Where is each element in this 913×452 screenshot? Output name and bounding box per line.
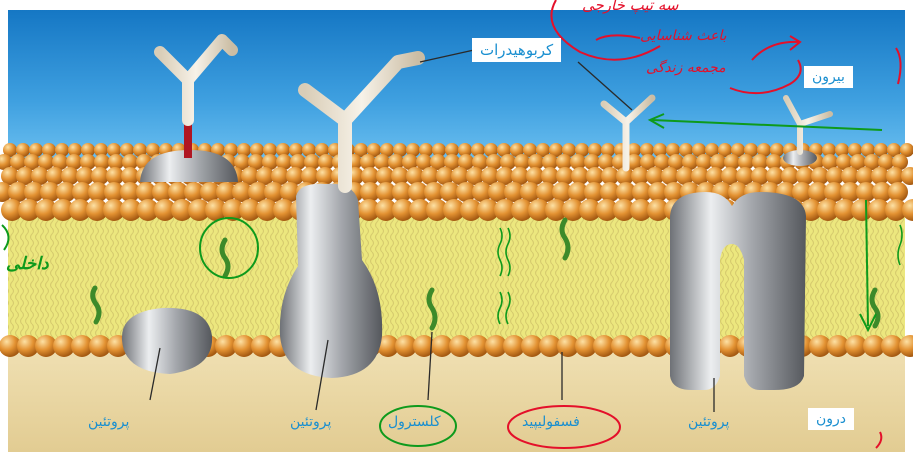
red-handwriting-mid2: مجمعه زندگی [646, 60, 726, 76]
outside-label: بیرون [804, 66, 853, 88]
phospholipid-head [901, 167, 913, 185]
red-handwriting-top: سه تیپ خارجی [582, 0, 678, 14]
phospholipid-label: فسفولیپید [522, 414, 580, 430]
extracellular-space [8, 10, 905, 162]
red-handwriting-mid1: باعث شناسایی [640, 28, 727, 44]
protein-label-center: پروتئین [290, 414, 331, 430]
protein-label-right: پروتئین [688, 414, 729, 430]
peripheral-protein-left [122, 308, 212, 374]
protein-label-left: پروتئین [88, 414, 129, 430]
phospholipid-head [888, 182, 908, 202]
inside-label: درون [808, 408, 854, 430]
green-handwriting-left: داخلی [6, 254, 49, 274]
cholesterol-label: کلسترول [388, 414, 441, 430]
carbohydrate-label: کربوهیدرات [472, 38, 561, 62]
